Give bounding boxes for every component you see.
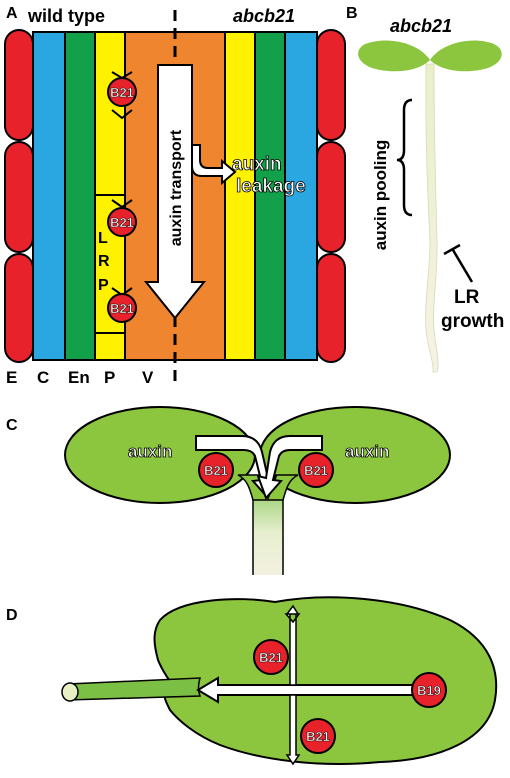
cotyledon-right [430, 40, 502, 72]
pericycle-right [224, 31, 256, 361]
vertical-arrow-upper [284, 604, 301, 686]
seedling-root [425, 63, 439, 373]
epidermis-right [316, 29, 346, 363]
b21-label: B21 [110, 85, 134, 100]
panel-c-letter: C [6, 417, 18, 434]
panel-b: B abcb21 auxin pooling LR growth [346, 5, 504, 373]
wild-type-title: wild type [27, 6, 105, 26]
b21-transporter: B21 [198, 452, 234, 488]
vertical-arrow-lower [285, 694, 301, 766]
auxin-leakage-label-2: leakage [236, 176, 306, 197]
endodermis-left [64, 31, 96, 361]
b21-label: B21 [110, 215, 134, 230]
leaf-petiole [67, 677, 202, 701]
cotyledon-left [358, 40, 430, 72]
auxin-label-right: auxin [345, 442, 389, 461]
panel-b-letter: B [346, 5, 358, 22]
cortex-right [284, 31, 318, 361]
lrp-letter-r: R [98, 253, 110, 270]
label-vasculature: V [142, 368, 154, 387]
label-epidermis: E [6, 368, 17, 387]
b21-transporter: B21 [107, 287, 137, 323]
lr-growth-label-1: LR [454, 287, 480, 308]
lr-pointer-line [451, 249, 474, 283]
epidermis-left [4, 29, 34, 363]
midrib-auxin-arrow [196, 676, 419, 704]
panel-c: C auxin auxin B21 B21 [6, 406, 451, 575]
b21-transporter: B21 [298, 452, 334, 488]
b21-transporter: B21 [107, 199, 137, 237]
b21-transporter: B21 [253, 639, 289, 675]
auxin-transport-arrow [143, 64, 207, 320]
b21-transporter: B21 [107, 71, 137, 120]
lr-growth-label-2: growth [441, 311, 504, 332]
b19-label: B19 [417, 683, 441, 698]
hypocotyl-stem [253, 490, 283, 575]
panel-d-letter: D [6, 607, 18, 624]
auxin-pooling-label: auxin pooling [371, 140, 390, 251]
b21-label: B21 [204, 463, 228, 478]
petiole-cut-end [61, 682, 79, 702]
auxin-label-left: auxin [128, 442, 172, 461]
b21-label: B21 [259, 650, 283, 665]
auxin-leakage-label-1: auxin [232, 154, 282, 175]
b21-label: B21 [304, 463, 328, 478]
label-cortex: C [37, 368, 49, 387]
auxin-arrow-left [195, 435, 278, 500]
b21-label: B21 [110, 301, 134, 316]
auxin-transport-label: auxin transport [168, 129, 185, 246]
abcb21-title-a: abcb21 [233, 6, 295, 26]
cortex-left [32, 31, 66, 361]
panel-a: auxin transport auxin leakage B21 B21 B2… [4, 5, 346, 387]
abcb21-title-b: abcb21 [390, 16, 452, 36]
leakage-arrow [191, 144, 237, 186]
panel-d: D B21 B21 B19 [6, 596, 498, 766]
panel-a-letter: A [6, 5, 18, 22]
lrp-letter-l: L [98, 230, 108, 247]
b21-label: B21 [306, 729, 330, 744]
label-pericycle: P [104, 368, 115, 387]
label-endodermis: En [68, 368, 90, 387]
pooling-bracket [396, 98, 413, 217]
b21-transporter: B21 [300, 718, 336, 754]
auxin-arrow-right [256, 435, 323, 500]
b19-transporter: B19 [411, 672, 447, 708]
lrp-letter-p: P [98, 277, 109, 294]
lr-pointer-cap [443, 243, 461, 256]
